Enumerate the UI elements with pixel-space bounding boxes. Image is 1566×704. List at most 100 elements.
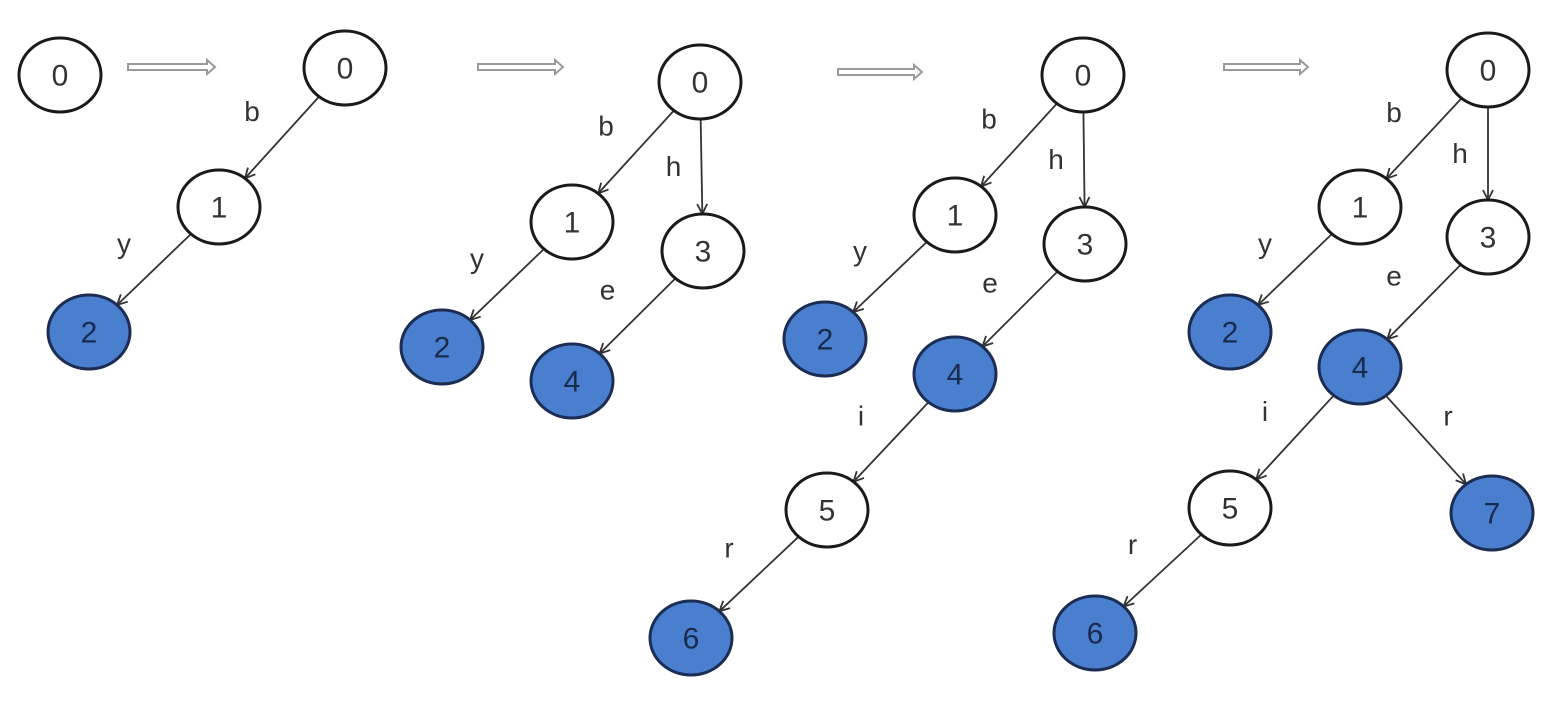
node-label: 6 [1087, 618, 1104, 651]
edge-label: h [1048, 144, 1064, 175]
accepting-state-node: 6 [648, 599, 734, 677]
node-label: 2 [817, 324, 834, 357]
node-circle [1187, 293, 1273, 371]
node-circle [1040, 36, 1126, 114]
node-circle [1187, 469, 1273, 547]
edge-label: y [853, 236, 867, 267]
edge-0-3 [1083, 111, 1084, 207]
node-label: 1 [564, 207, 581, 240]
state-node: 3 [1042, 205, 1128, 283]
accepting-state-node: 2 [782, 300, 868, 378]
edge-4-7 [1385, 395, 1466, 485]
accepting-state-node: 2 [1187, 293, 1273, 371]
edge-label: r [724, 533, 733, 564]
node-label: 3 [1077, 229, 1094, 262]
edge-0-1 [598, 109, 675, 194]
state-node: 1 [529, 183, 615, 261]
edge-0-1 [245, 96, 320, 179]
edge-label: r [1128, 529, 1137, 560]
edge-1-2 [470, 248, 545, 320]
edge-3-4 [600, 277, 677, 353]
node-circle [912, 176, 998, 254]
edge-0-1 [1386, 97, 1463, 178]
node-circle [1449, 474, 1535, 552]
node-circle [784, 471, 870, 549]
state-node: 5 [784, 471, 870, 549]
edge-5-6 [719, 536, 800, 612]
node-circle [660, 212, 746, 290]
edge-label: i [1262, 396, 1268, 427]
node-label: 2 [81, 317, 98, 350]
node-label: 0 [52, 60, 69, 93]
state-node: 1 [176, 168, 262, 246]
node-circle [657, 43, 743, 121]
panel-edges-step-3: b y h e [470, 109, 703, 354]
node-label: 4 [564, 366, 581, 399]
node-label: 4 [947, 359, 964, 392]
node-label: 0 [1075, 60, 1092, 93]
edge-label: y [117, 228, 131, 259]
node-circle [176, 168, 262, 246]
step-arrow-icon [127, 57, 217, 77]
step-arrow-icon [837, 62, 924, 82]
edge-label: y [470, 243, 484, 274]
state-node: 3 [660, 212, 746, 290]
edge-0-1 [981, 102, 1058, 187]
step-arrows [127, 57, 1310, 82]
accepting-state-node: 4 [912, 335, 998, 413]
edge-1-2 [117, 233, 192, 305]
step-arrow-icon [477, 57, 565, 77]
edge-label: y [1258, 228, 1272, 259]
node-circle [912, 335, 998, 413]
edge-3-4 [982, 270, 1059, 346]
node-circle [302, 29, 388, 107]
panel-nodes-step-1: 0 [17, 36, 103, 114]
step-arrow-icon [1223, 57, 1310, 77]
edge-label: h [666, 151, 682, 182]
edge-3-4 [1387, 264, 1462, 340]
accepting-state-node: 7 [1449, 474, 1535, 552]
state-node: 1 [1317, 168, 1403, 246]
state-node: 3 [1445, 198, 1531, 276]
node-circle [399, 308, 485, 386]
accepting-state-node: 4 [529, 342, 615, 420]
state-node: 1 [912, 176, 998, 254]
edge-label: e [600, 275, 616, 306]
accepting-state-node: 2 [46, 293, 132, 371]
state-node: 5 [1187, 469, 1273, 547]
node-circle [529, 183, 615, 261]
edge-0-3 [701, 118, 703, 214]
state-node: 0 [1445, 31, 1531, 109]
panel-nodes-step-2: 0 1 2 [46, 29, 388, 371]
node-label: 2 [434, 332, 451, 365]
node-label: 1 [947, 200, 964, 233]
edge-4-5 [854, 401, 930, 482]
state-node: 0 [302, 29, 388, 107]
node-circle [1052, 594, 1138, 672]
edge-label: b [598, 111, 614, 142]
node-circle [1445, 198, 1531, 276]
edge-label: h [1452, 138, 1468, 169]
node-circle [648, 599, 734, 677]
node-label: 0 [337, 53, 354, 86]
accepting-state-node: 6 [1052, 594, 1138, 672]
state-node: 0 [17, 36, 103, 114]
edge-label: b [981, 104, 997, 135]
node-circle [1445, 31, 1531, 109]
edge-label: e [1386, 261, 1402, 292]
edge-label: r [1443, 401, 1452, 432]
node-label: 2 [1222, 317, 1239, 350]
accepting-state-node: 4 [1317, 328, 1403, 406]
node-label: 0 [1480, 55, 1497, 88]
node-circle [782, 300, 868, 378]
node-circle [1317, 328, 1403, 406]
node-label: 1 [211, 192, 228, 225]
edge-4-5 [1256, 394, 1335, 479]
node-circle [46, 293, 132, 371]
